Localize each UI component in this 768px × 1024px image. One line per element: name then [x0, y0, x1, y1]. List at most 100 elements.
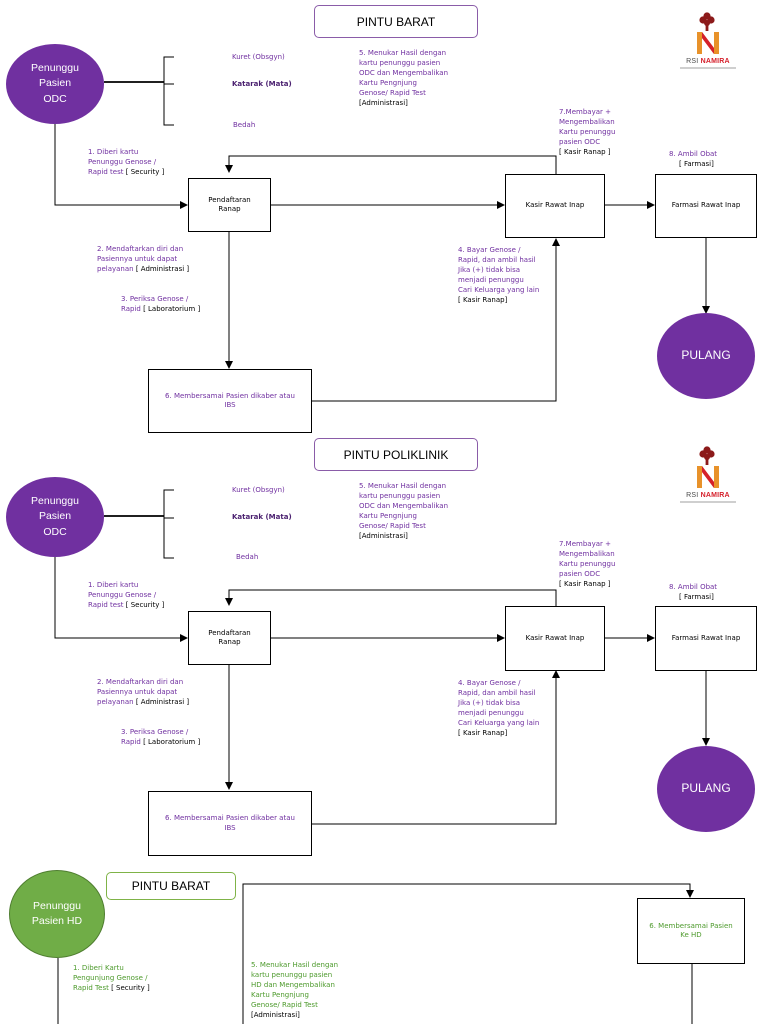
box-accompany-line: IBS	[224, 823, 236, 832]
start-line-3: ODC	[43, 92, 67, 105]
step-7-line: Kartu penunggu	[559, 128, 616, 136]
step-5-role: [Administrasi]	[359, 99, 408, 107]
step-2-line: 2. Mendaftarkan diri dan	[97, 678, 184, 686]
step-2-role: [ Administrasi ]	[135, 265, 190, 273]
step-1-line: Rapid test	[88, 601, 124, 609]
step-7-line: 7.Membayar +	[559, 108, 611, 116]
gate-pintu-barat: PINTU BARAT	[314, 5, 478, 38]
step-3-note: 3. Periksa Genose / Rapid [ Laboratorium…	[121, 294, 221, 314]
step-7-line: Mengembalikan	[559, 118, 615, 126]
box-register-line: Ranap	[218, 205, 241, 213]
step-5-line: 5. Menukar Hasil dengan	[359, 482, 447, 490]
dept-kuret: Kuret (Obsgyn)	[232, 53, 285, 61]
step-1-hd-line: 1. Diberi Kartu	[73, 964, 124, 972]
rsi-namira-logo: RSI NAMIRA	[680, 12, 736, 70]
arrow-cashier-back-to-register	[225, 589, 557, 606]
step-5-line: Genose/ Rapid Test	[359, 522, 426, 530]
step-1-line: 1. Diberi kartu	[88, 148, 139, 156]
rsi-namira-wordmark: RSI NAMIRA	[680, 492, 736, 499]
step-2-note: 2. Mendaftarkan diri dan Pasiennya untuk…	[97, 244, 207, 274]
step-3-role: [ Laboratorium ]	[143, 305, 201, 313]
box-register-line: Ranap	[218, 638, 241, 646]
box-membersamai-pasien-hd: 6. Membersamai Pasien Ke HD	[637, 898, 745, 964]
step-8-note: 8. Ambil Obat [ Farmasi]	[669, 582, 739, 602]
dept-bedah: Bedah	[236, 553, 259, 561]
gate-pintu-poliklinik: PINTU POLIKLINIK	[314, 438, 478, 471]
box-accompany-line: 6. Membersamai Pasien dikaber atau	[165, 814, 295, 823]
step-4-line: Jika (+) tidak bisa	[458, 699, 521, 707]
step-5-hd-role: [Administrasi]	[251, 1011, 300, 1019]
step-5-hd-note: 5. Menukar Hasil dengan kartu penunggu p…	[251, 960, 361, 1020]
start-line-1: Penunggu	[31, 495, 79, 508]
box-kasir-rawat-inap: Kasir Rawat Inap	[505, 606, 605, 671]
step-3-line: Rapid	[121, 305, 141, 313]
dept-kuret: Kuret (Obsgyn)	[232, 486, 285, 494]
step-1-hd-note: 1. Diberi Kartu Pengunjung Genose / Rapi…	[73, 963, 173, 993]
step-3-role: [ Laboratorium ]	[143, 738, 201, 746]
box-pendaftaran-ranap: Pendaftaran Ranap	[188, 611, 271, 665]
step-7-line: 7.Membayar +	[559, 540, 611, 548]
start-penunggu-pasien-odc: Penunggu Pasien ODC	[6, 477, 104, 557]
arrow-cashier-back-to-register	[225, 155, 557, 174]
step-1-role: [ Security ]	[125, 601, 165, 609]
step-8-role: [ Farmasi]	[679, 160, 714, 168]
box-pendaftaran-ranap: Pendaftaran Ranap	[188, 178, 271, 232]
step-4-line: menjadi penunggu	[458, 709, 524, 717]
step-1-line: Penunggu Genose /	[88, 591, 157, 599]
box-farmasi-rawat-inap: Farmasi Rawat Inap	[655, 606, 757, 671]
step-5-note: 5. Menukar Hasil dengan kartu penunggu p…	[359, 481, 469, 541]
section3-connectors	[57, 883, 694, 1024]
logo-tagline-bar	[680, 501, 736, 503]
step-5-hd-line: Genose/ Rapid Test	[251, 1001, 318, 1009]
step-4-line: 4. Bayar Genose /	[458, 679, 521, 687]
step-1-note: 1. Diberi kartu Penunggu Genose / Rapid …	[88, 147, 188, 177]
step-2-line: Pasiennya untuk dapat	[97, 688, 178, 696]
step-5-line: Genose/ Rapid Test	[359, 89, 426, 97]
logo-tagline-bar	[680, 67, 736, 69]
start-line-3: ODC	[43, 525, 67, 538]
section1-connectors	[54, 56, 710, 402]
start-line-2: Pasien	[38, 77, 72, 90]
step-2-line: pelayanan	[97, 265, 134, 273]
step-5-role: [Administrasi]	[359, 532, 408, 540]
dept-bracket	[163, 56, 174, 126]
step-1-line: Penunggu Genose /	[88, 158, 157, 166]
step-1-note: 1. Diberi kartu Penunggu Genose / Rapid …	[88, 580, 188, 610]
box-register-line: Pendaftaran	[208, 195, 251, 204]
step-4-line: Rapid, dan ambil hasil	[458, 256, 536, 264]
step-4-line: Rapid, dan ambil hasil	[458, 689, 536, 697]
step-5-hd-line: Kartu Pengnjung	[251, 991, 309, 999]
step-5-line: Kartu Pengnjung	[359, 512, 417, 520]
step-4-line: Jika (+) tidak bisa	[458, 266, 521, 274]
step-7-line: Kartu penunggu	[559, 560, 616, 568]
step-7-note: 7.Membayar + Mengembalikan Kartu penungg…	[559, 539, 629, 589]
step-3-note: 3. Periksa Genose / Rapid [ Laboratorium…	[121, 727, 221, 747]
rsi-namira-logo: RSI NAMIRA	[680, 446, 736, 504]
arrow-start-to-register	[54, 124, 188, 209]
box-membersamai-pasien: 6. Membersamai Pasien dikaber atau IBS	[148, 791, 312, 856]
step-2-note: 2. Mendaftarkan diri dan Pasiennya untuk…	[97, 677, 207, 707]
dept-bracket	[163, 489, 174, 559]
step-5-note: 5. Menukar Hasil dengan kartu penunggu p…	[359, 48, 469, 108]
step-2-line: Pasiennya untuk dapat	[97, 255, 178, 263]
end-pulang: PULANG	[657, 313, 755, 399]
step-7-role: [ Kasir Ranap ]	[559, 580, 611, 588]
step-5-hd-line: 5. Menukar Hasil dengan	[251, 961, 339, 969]
end-pulang: PULANG	[657, 746, 755, 832]
arrow-accompany-to-cashier	[312, 670, 560, 825]
step-4-line: 4. Bayar Genose /	[458, 246, 521, 254]
step-7-line: pasien ODC	[559, 570, 601, 578]
step-3-line: 3. Periksa Genose /	[121, 295, 189, 303]
step-5-line: kartu penunggu pasien	[359, 492, 441, 500]
step-8-line: 8. Ambil Obat	[669, 150, 718, 158]
arrow-accompany-to-cashier	[312, 238, 560, 402]
rsi-namira-wordmark: RSI NAMIRA	[680, 58, 736, 65]
start-line-1: Penunggu	[31, 62, 79, 75]
box-kasir-rawat-inap: Kasir Rawat Inap	[505, 174, 605, 238]
start-line-2: Pasien	[38, 510, 72, 523]
step-8-role: [ Farmasi]	[679, 593, 714, 601]
box-accompany-hd-line: Ke HD	[680, 931, 702, 939]
logo-prefix: RSI	[686, 58, 699, 65]
step-1-hd-line: Rapid Test	[73, 984, 109, 992]
step-5-line: ODC dan Mengembalikan	[359, 502, 449, 510]
